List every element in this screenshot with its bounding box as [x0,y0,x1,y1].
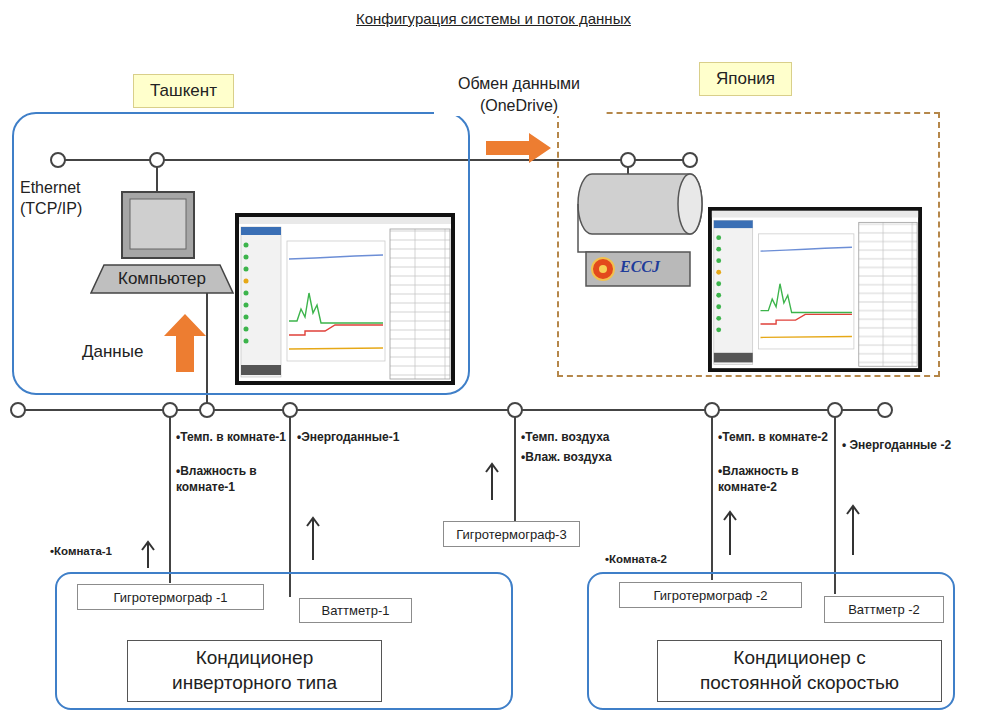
node-text: Гигротермограф -2 [654,588,768,603]
device-box: Ваттметр -2 [824,596,944,623]
node-text: Ваттметр-1 [321,603,389,618]
diagram-title: Конфигурация системы и поток данных [356,10,631,27]
node-text: Компьютер [118,269,206,289]
signal-label: •Темп. в комнате-1 [176,430,296,446]
room-heading: •Комната-2 [605,553,667,565]
room-box: •Комната-2Гигротермограф -2Ваттметр -2Ко… [587,572,955,710]
signal-label: •Влажность в комнате-1 [176,464,288,495]
edge-label: Обмен данными (OneDrive) [434,73,604,116]
device-box: Гигротермограф -1 [77,584,264,610]
signal-label: •Влажность в комнате-2 [718,464,830,495]
signal-label: •Энергоданные-1 [297,430,427,446]
signal-label: • Энергоданные -2 [842,438,982,454]
device-box: Гигротермограф -2 [619,582,802,608]
logo-text: ECCJ [620,258,660,276]
node-text: Ваттметр -2 [848,602,920,617]
aircon-box: Кондиционер инверторного типа [127,640,382,702]
data-label: Данные [82,342,143,362]
signal-label: •Темп. в комнате-2 [718,430,830,446]
aircon-box: Кондиционер с постоянной скоростью [657,640,942,702]
data-exchange-arrow [486,133,551,163]
device-box: Ваттметр-1 [299,598,412,623]
network-label: Ethernet (TCP/IP) [20,178,116,220]
device-box: Гигротермограф-3 [443,521,580,547]
place-tag: Япония [699,62,792,96]
region: ТашкентКомпьютер [12,112,470,395]
place-tag: Ташкент [133,74,234,108]
region: Япония [557,112,940,377]
node-text: Кондиционер инверторного типа [158,646,351,695]
room-heading: •Комната-1 [50,545,112,557]
node-text: Гигротермограф -1 [114,590,228,605]
node-text: Гигротермограф-3 [456,527,566,542]
signal-label: •Темп. воздуха [521,430,651,446]
signal-label: •Влаж. воздуха [521,450,651,466]
room-box: •Комната-1Гигротермограф -1Ваттметр-1Кон… [55,572,513,710]
node-text: Кондиционер с постоянной скоростью [688,646,911,695]
computer-box: Компьютер [90,264,234,294]
